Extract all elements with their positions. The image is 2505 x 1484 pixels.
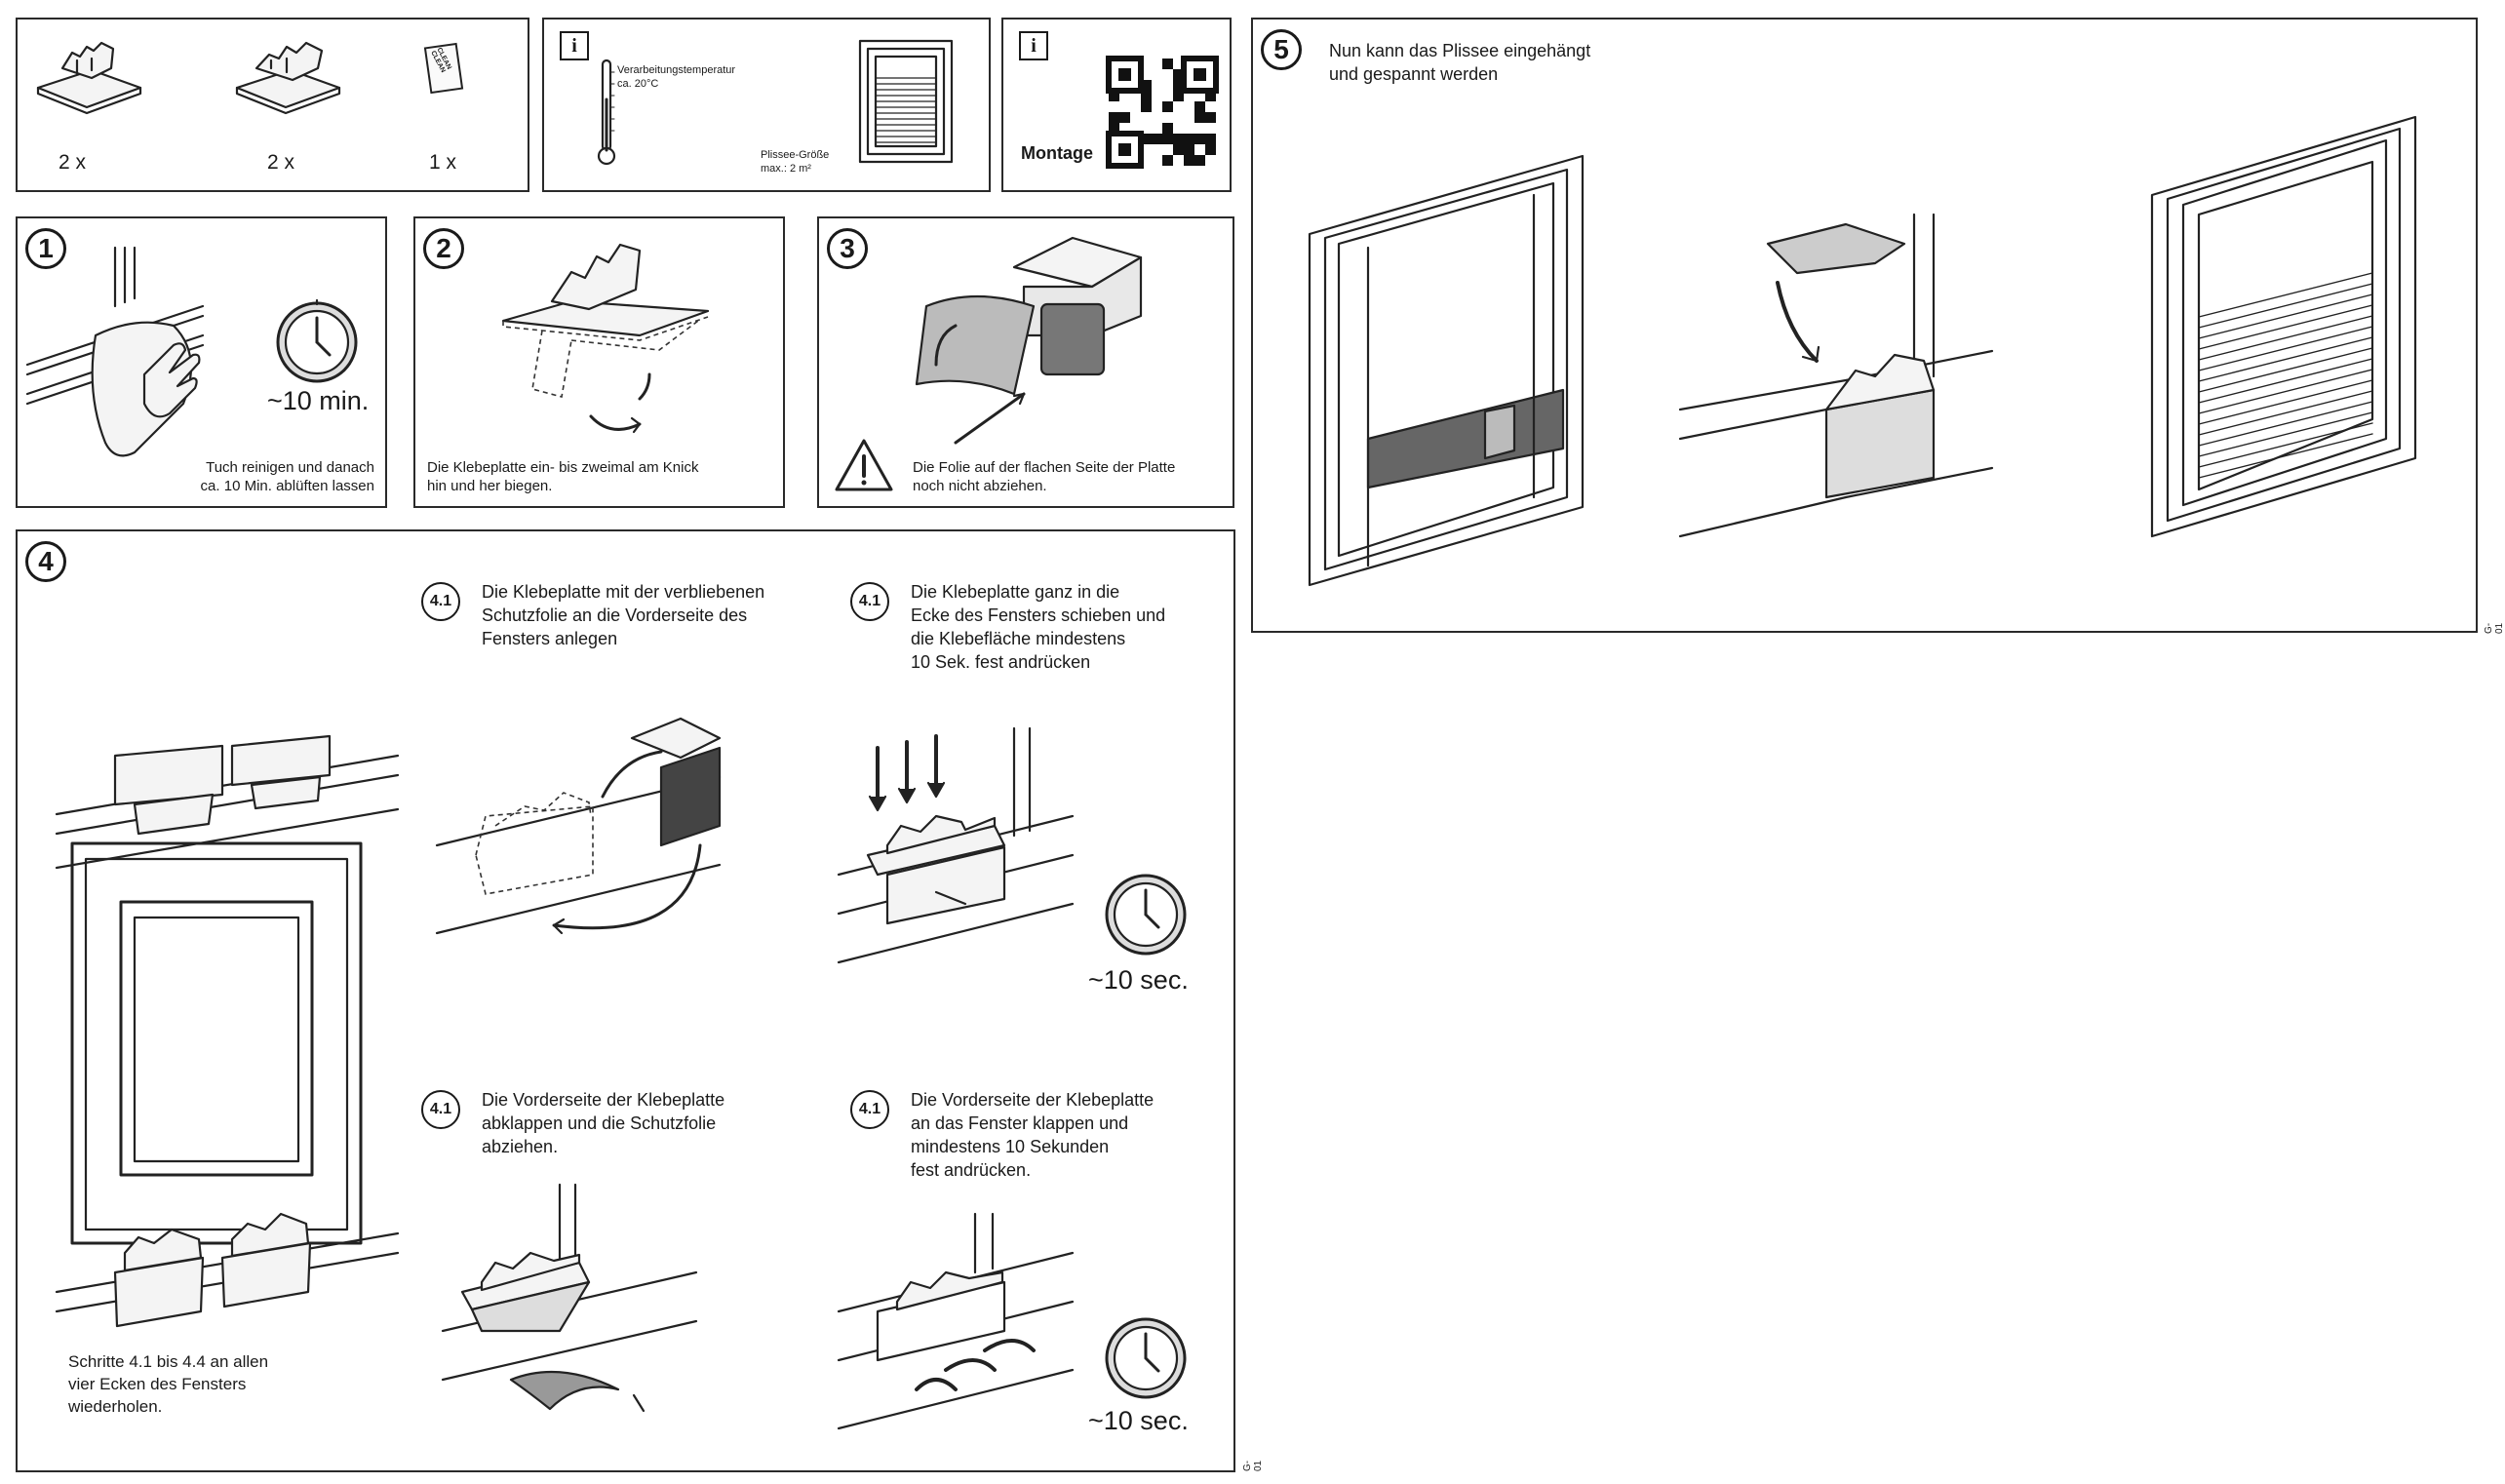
info-icon: i (1019, 31, 1048, 60)
repeat-text: Schritte 4.1 bis 4.4 an allen vier Ecken… (68, 1352, 269, 1416)
substep-illustration (435, 717, 722, 935)
substep-number: 4.1 (850, 1090, 889, 1129)
info-temperature-panel: i Verarbeitungstemperatur ca. 20°C Pliss… (542, 18, 991, 192)
window-overview-illustration (55, 734, 400, 1328)
document-code: G-01 (1242, 1460, 1264, 1471)
hook-closeup-illustration (1678, 213, 1994, 538)
step-3-panel: 3 Die Folie auf der flachen Seite der Pl… (817, 216, 1234, 508)
step-number: 3 (827, 228, 868, 269)
step-text: Tuch reinigen und danach ca. 10 Min. abl… (200, 459, 374, 494)
step-text: Die Folie auf der flachen Seite der Plat… (913, 459, 1176, 494)
thermometer-icon (597, 59, 616, 166)
info-icon: i (560, 31, 589, 60)
parts-panel: CLEAN CLEAN 2 x 2 x 1 x (16, 18, 529, 192)
substep-illustration (837, 1212, 1075, 1430)
part-count-3: 1 x (429, 151, 457, 174)
step-text: Die Klebeplatte ein- bis zweimal am Knic… (427, 459, 699, 494)
qr-code-icon[interactable] (1106, 56, 1219, 169)
step-2-panel: 2 Die Klebeplatte ein- bis zweimal am Kn… (413, 216, 785, 508)
blind-size-label: Plissee-Größe max.: 2 m² (761, 149, 830, 175)
substep-number: 4.1 (850, 582, 889, 621)
clock-icon (276, 298, 358, 383)
warning-icon (835, 439, 893, 491)
adhesive-plate-illustration (235, 41, 341, 115)
substep-number: 4.1 (421, 582, 460, 621)
plate-bending-illustration (501, 243, 710, 434)
part-count-1: 2 x (59, 151, 87, 174)
adhesive-plate-illustration (36, 41, 142, 115)
document-code: G-01 (2484, 622, 2505, 634)
clock-icon (1105, 874, 1187, 956)
step-number: 1 (25, 228, 66, 269)
window-finished-illustration (2150, 115, 2417, 538)
step-number: 5 (1261, 29, 1302, 70)
montage-label: Montage (1021, 143, 1093, 163)
substep-text: Die Klebeplatte mit der verbliebenen Sch… (482, 582, 765, 648)
wait-time: ~10 sec. (1088, 965, 1189, 995)
substep-text: Die Vorderseite der Klebeplatte an das F… (911, 1090, 1155, 1180)
info-montage-panel: i Montage (1001, 18, 1232, 192)
cleaning-cloth-hand-icon (91, 321, 201, 457)
window-hanging-illustration (1308, 154, 1585, 587)
plate-foil-illustration (915, 236, 1143, 445)
cleaning-wipe-icon: CLEAN CLEAN (423, 42, 464, 95)
substep-illustration (441, 1183, 698, 1413)
substep-text: Die Vorderseite der Klebeplatte abklappe… (482, 1090, 725, 1156)
substep-text: Die Klebeplatte ganz in die Ecke des Fen… (911, 582, 1166, 672)
part-count-2: 2 x (267, 151, 295, 174)
step-4-panel: 4 Schritte 4.1 bis 4.4 an allen vier Eck… (16, 529, 1264, 1472)
wait-time: ~10 min. (267, 386, 370, 415)
step-5-panel: 5 Nun kann das Plissee eingehängt und ge… (1251, 18, 2505, 634)
pleated-blind-icon (858, 39, 954, 164)
step-number: 2 (423, 228, 464, 269)
temperature-label: Verarbeitungstemperatur ca. 20°C (617, 64, 736, 90)
substep-illustration (837, 726, 1075, 964)
clock-icon (1105, 1317, 1187, 1399)
wait-time: ~10 sec. (1088, 1406, 1189, 1435)
substep-number: 4.1 (421, 1090, 460, 1129)
step-number: 4 (25, 541, 66, 582)
step-text: Nun kann das Plissee eingehängt und gesp… (1329, 41, 1591, 84)
step-1-panel: 1 ~10 min. Tuch reinigen und danach ca. … (16, 216, 387, 508)
